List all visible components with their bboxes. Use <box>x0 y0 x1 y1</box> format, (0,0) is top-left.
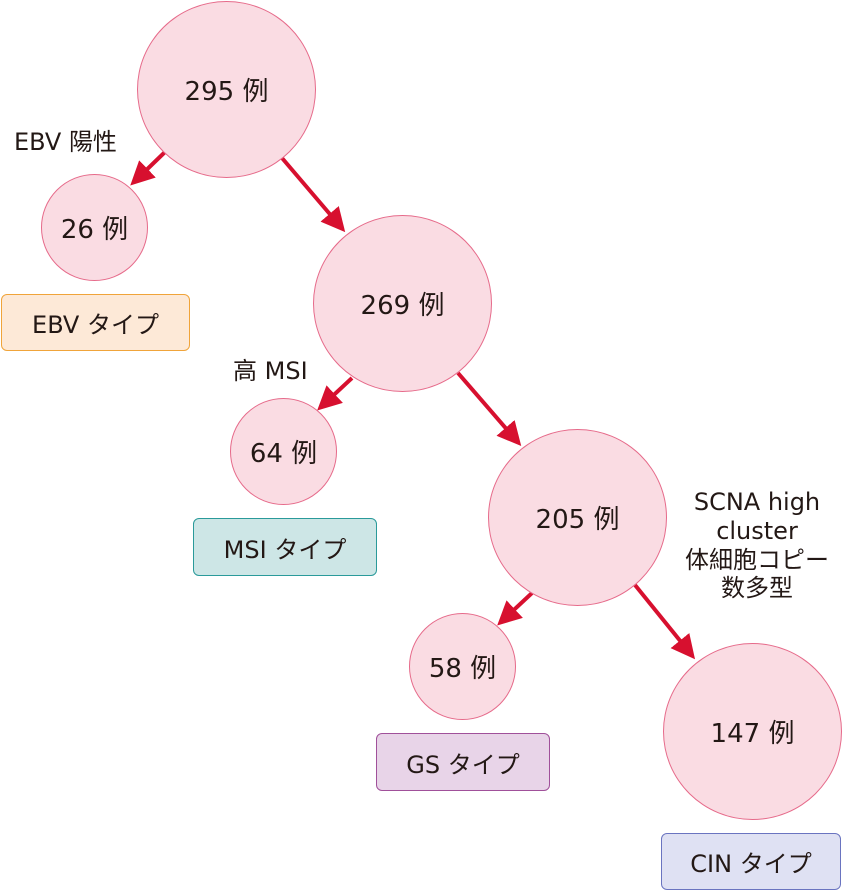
type-box-cin: CIN タイプ <box>661 833 841 890</box>
node-58: 58 例 <box>409 613 516 720</box>
node-147: 147 例 <box>663 643 842 820</box>
node-64: 64 例 <box>230 398 337 505</box>
type-cin-label: CIN タイプ <box>690 850 812 878</box>
type-ebv-label: EBV タイプ <box>32 311 159 339</box>
node-147-label: 147 例 <box>710 719 795 749</box>
node-26-label: 26 例 <box>60 215 129 245</box>
edge-label-high-msi: 高 MSI <box>233 357 308 385</box>
edge-label-scna: SCNA high cluster 体細胞コピー 数多型 <box>672 488 842 603</box>
node-205-label: 205 例 <box>535 505 620 535</box>
node-58-label: 58 例 <box>428 654 497 684</box>
node-269-label: 269 例 <box>360 291 445 321</box>
node-64-label: 64 例 <box>249 439 318 469</box>
type-box-ebv: EBV タイプ <box>1 294 190 351</box>
type-box-gs: GS タイプ <box>376 733 550 791</box>
type-gs-label: GS タイプ <box>406 750 520 779</box>
arrow-205-to-58 <box>497 591 534 626</box>
scna-line-3: 体細胞コピー <box>685 545 829 574</box>
edge-label-ebv-positive: EBV 陽性 <box>14 128 117 156</box>
arrow-269-to-205 <box>456 371 522 447</box>
node-295-label: 295 例 <box>184 77 269 107</box>
scna-line-2: cluster <box>716 516 798 545</box>
node-205: 205 例 <box>488 429 667 606</box>
arrow-295-to-26 <box>130 150 167 186</box>
arrow-205-to-147 <box>633 583 696 660</box>
node-295: 295 例 <box>137 1 316 178</box>
scna-line-4: 数多型 <box>721 574 793 603</box>
node-269: 269 例 <box>313 215 492 392</box>
type-box-msi: MSI タイプ <box>193 518 377 576</box>
arrow-269-to-64 <box>317 376 354 411</box>
scna-line-1: SCNA high <box>693 488 821 516</box>
type-msi-label: MSI タイプ <box>223 535 347 564</box>
node-26: 26 例 <box>41 174 148 281</box>
arrow-295-to-269 <box>280 156 346 233</box>
